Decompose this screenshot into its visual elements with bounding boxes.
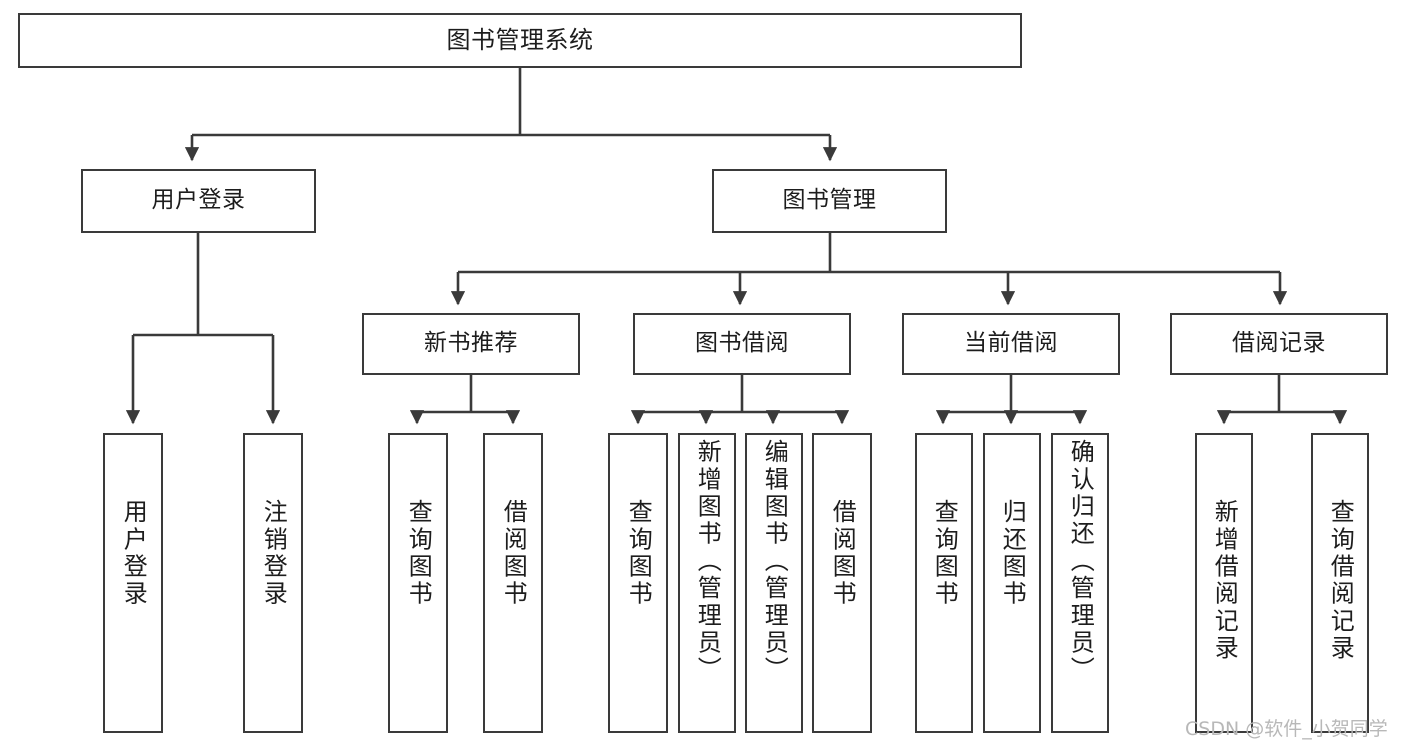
leaf-query-books-borrowing[interactable]: 查询图书 [608, 433, 668, 733]
node-book-management[interactable]: 图书管理 [712, 169, 947, 233]
node-label: 借阅图书 [499, 499, 528, 608]
node-label: 查询借阅记录 [1326, 499, 1355, 663]
leaf-borrow-books-borrowing[interactable]: 借阅图书 [812, 433, 872, 733]
node-label: 归还图书 [998, 499, 1027, 608]
leaf-query-books-recommendation[interactable]: 查询图书 [388, 433, 448, 733]
node-new-book-recommendation[interactable]: 新书推荐 [362, 313, 580, 375]
node-label: 借阅图书 [828, 499, 857, 608]
node-label: 用户登录 [119, 499, 148, 608]
node-label: 借阅记录 [1232, 330, 1326, 357]
node-label: 新增图书（管理员） [693, 439, 722, 684]
leaf-borrow-books-recommendation[interactable]: 借阅图书 [483, 433, 543, 733]
node-user-login[interactable]: 用户登录 [81, 169, 316, 233]
leaf-return-books[interactable]: 归还图书 [983, 433, 1041, 733]
leaf-add-book-admin[interactable]: 新增图书（管理员） [678, 433, 736, 733]
leaf-add-borrowing-record[interactable]: 新增借阅记录 [1195, 433, 1253, 733]
node-label: 图书管理 [782, 187, 877, 214]
node-label: 用户登录 [151, 187, 246, 214]
node-label: 编辑图书（管理员） [760, 439, 789, 684]
leaf-user-login[interactable]: 用户登录 [103, 433, 163, 733]
leaf-logout[interactable]: 注销登录 [243, 433, 303, 733]
node-label: 新增借阅记录 [1210, 499, 1239, 663]
leaf-query-borrowing-record[interactable]: 查询借阅记录 [1311, 433, 1369, 733]
node-current-borrowing[interactable]: 当前借阅 [902, 313, 1120, 375]
node-label: 查询图书 [624, 499, 653, 608]
node-label: 注销登录 [259, 499, 288, 608]
leaf-confirm-return-admin[interactable]: 确认归还（管理员） [1051, 433, 1109, 733]
node-borrowing-records[interactable]: 借阅记录 [1170, 313, 1388, 375]
leaf-edit-book-admin[interactable]: 编辑图书（管理员） [745, 433, 803, 733]
watermark: CSDN @软件_小贺同学 [1185, 718, 1388, 740]
node-label: 图书借阅 [695, 330, 789, 357]
node-label: 查询图书 [930, 499, 959, 608]
node-label: 确认归还（管理员） [1066, 439, 1095, 684]
node-label: 新书推荐 [424, 330, 518, 357]
node-label: 图书管理系统 [446, 26, 594, 55]
node-label: 当前借阅 [964, 330, 1058, 357]
leaf-query-books-current[interactable]: 查询图书 [915, 433, 973, 733]
node-book-borrowing[interactable]: 图书借阅 [633, 313, 851, 375]
node-root-book-management-system[interactable]: 图书管理系统 [18, 13, 1022, 68]
node-label: 查询图书 [404, 499, 433, 608]
